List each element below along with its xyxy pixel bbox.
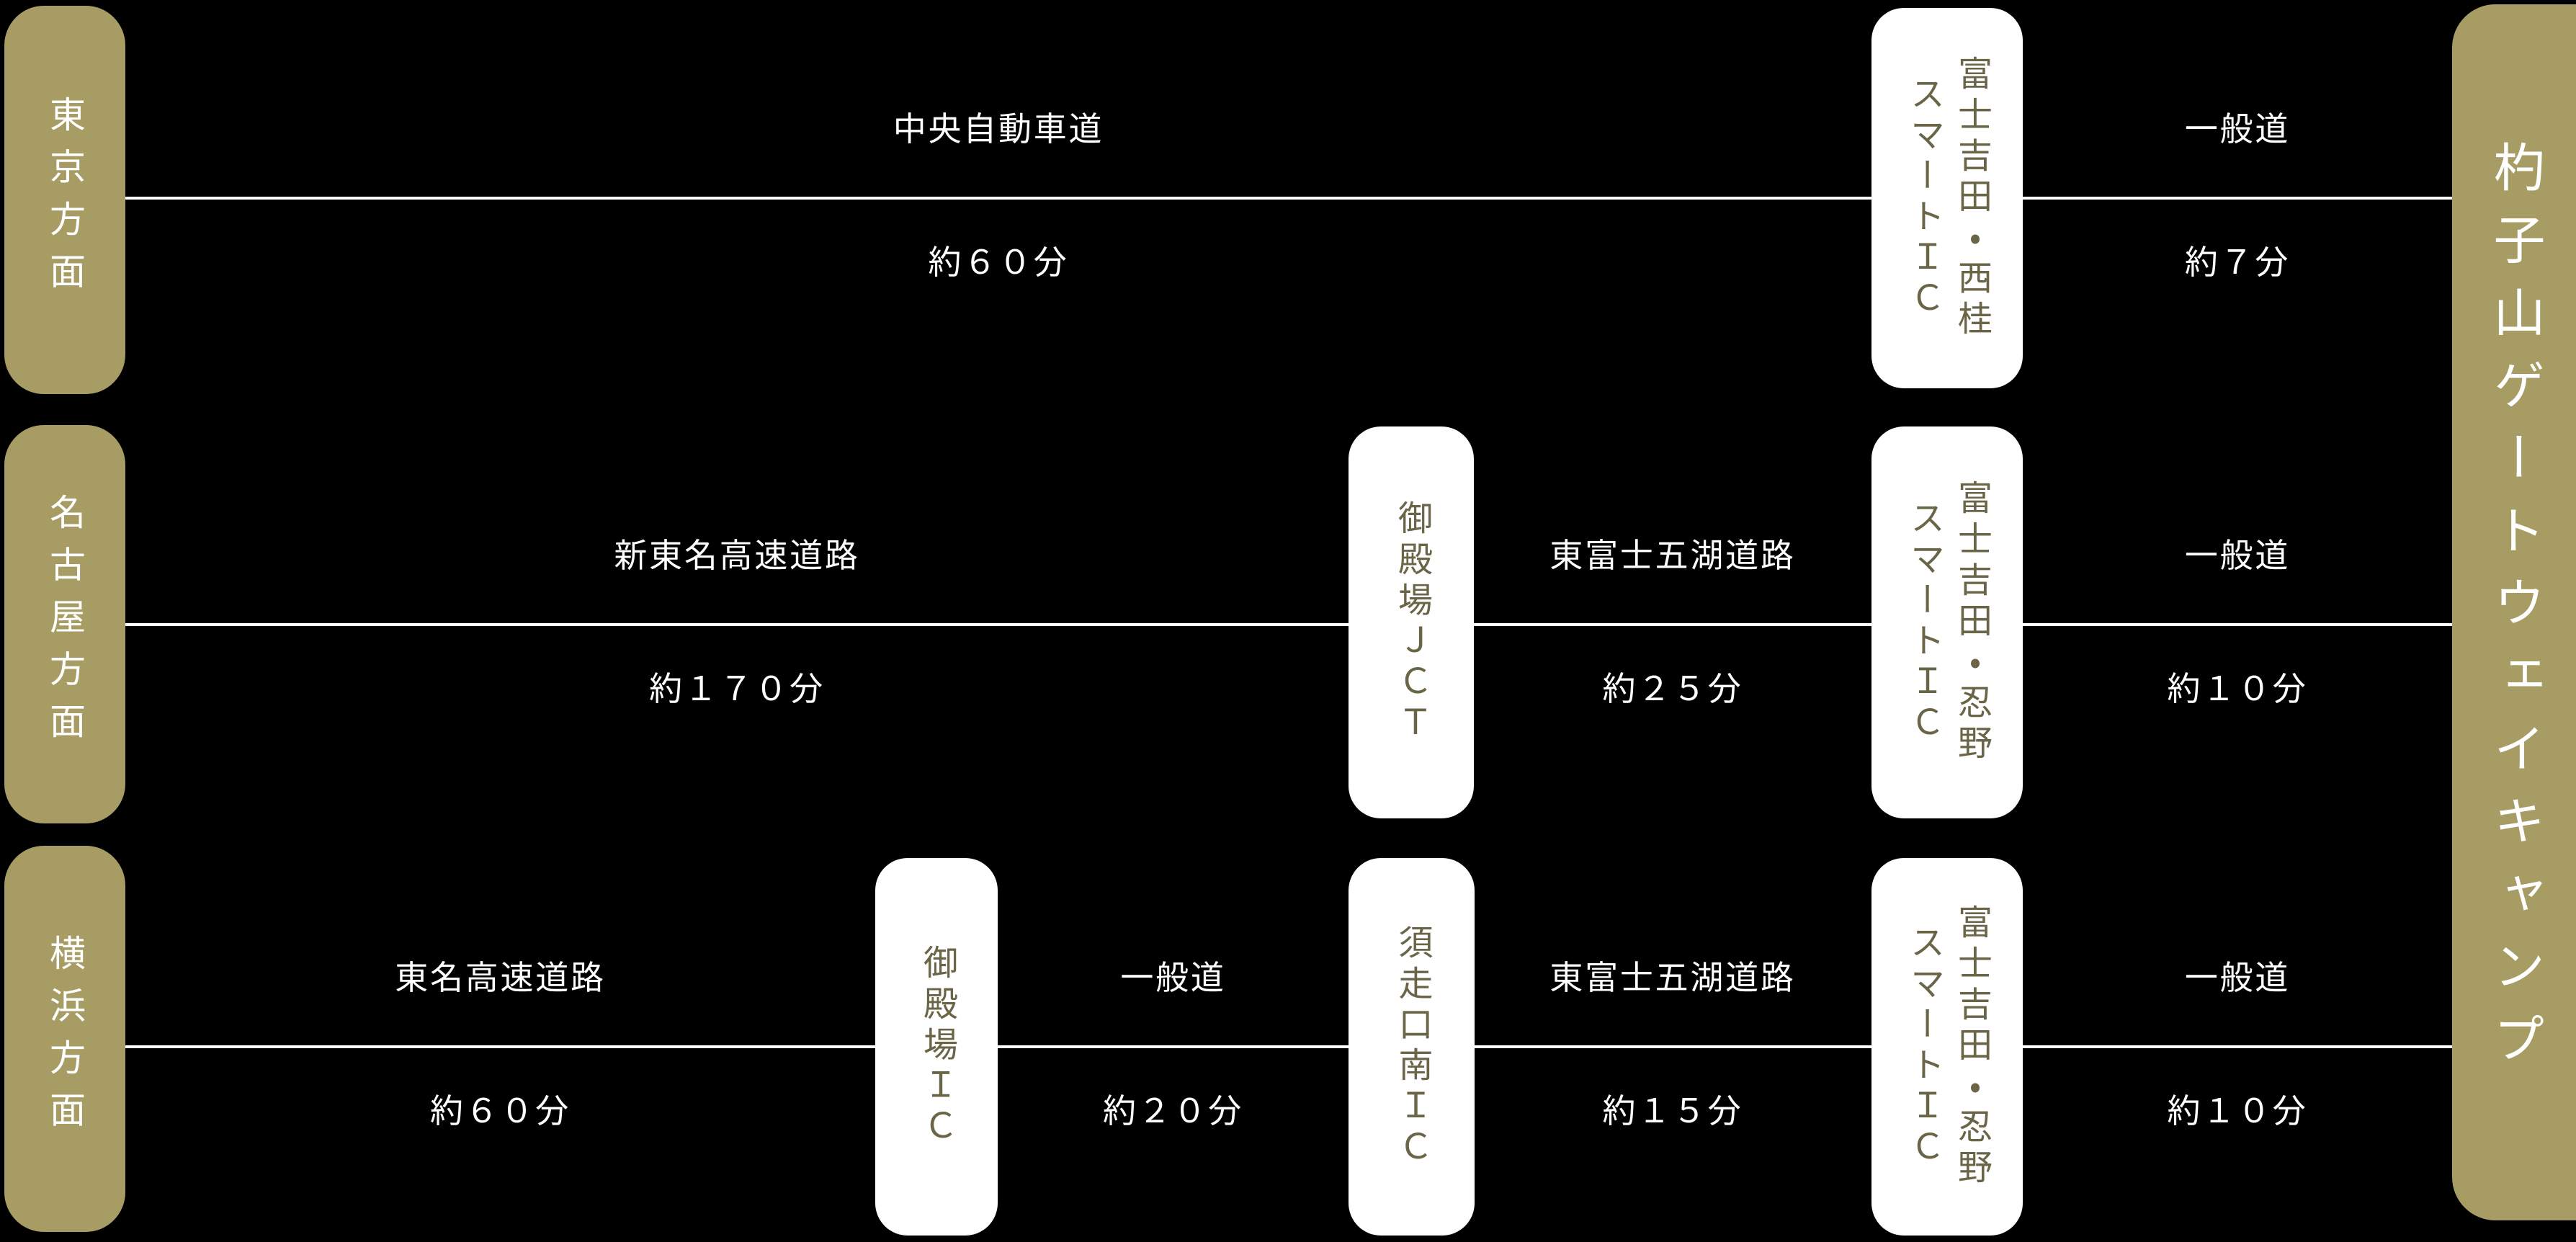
tokyo-duration-2: 約７分 xyxy=(2184,244,2291,281)
origin-box-tokyo: 東京方面 xyxy=(4,6,125,394)
yokohama-road-2: 一般道 xyxy=(1120,959,1226,996)
nagoya-duration-2: 約２５分 xyxy=(1602,670,1743,707)
node-gotemba-jct: 御殿場ＪＣＴ xyxy=(1349,426,1474,818)
nagoya-duration-3: 約１０分 xyxy=(2167,670,2308,707)
tokyo-road-2: 一般道 xyxy=(2184,110,2291,148)
destination-box: 杓子山ゲートウェイキャンプ xyxy=(2452,4,2576,1220)
node-subashiriguchi-minami-ic: 須走口南ＩＣ xyxy=(1349,858,1475,1236)
yokohama-duration-1: 約６０分 xyxy=(429,1092,571,1130)
node-label-fujiyoshida-oshino-nagoya: 富士吉田・忍野 スマートＩＣ xyxy=(1905,479,1990,766)
yokohama-road-1: 東名高速道路 xyxy=(395,959,606,996)
nagoya-duration-1: 約１７０分 xyxy=(649,670,825,707)
node-label-fujiyoshida-oshino-yokohama: 富士吉田・忍野 スマートＩＣ xyxy=(1905,903,1990,1190)
nagoya-road-3: 一般道 xyxy=(2184,537,2291,574)
origin-label-yokohama: 横浜方面 xyxy=(45,934,85,1143)
origin-label-tokyo: 東京方面 xyxy=(45,95,85,305)
yokohama-duration-2: 約２０分 xyxy=(1102,1092,1244,1130)
origin-label-nagoya: 名古屋方面 xyxy=(45,493,85,755)
node-label-gotemba-ic: 御殿場ＩＣ xyxy=(918,944,956,1149)
tokyo-road-1: 中央自動車道 xyxy=(893,110,1104,148)
yokohama-duration-4: 約１０分 xyxy=(2167,1092,2308,1130)
destination-label: 杓子山ゲートウェイキャンプ xyxy=(2485,140,2543,1085)
route-line-yokohama xyxy=(125,1045,2452,1048)
node-fujiyoshida-oshino-smart-ic-nagoya: 富士吉田・忍野 スマートＩＣ xyxy=(1871,426,2023,818)
node-label-subashiriguchi-minami: 須走口南ＩＣ xyxy=(1392,924,1431,1169)
node-label-gotemba-jct: 御殿場ＪＣＴ xyxy=(1392,500,1431,745)
tokyo-duration-1: 約６０分 xyxy=(928,244,1069,281)
yokohama-road-3: 東富士五湖道路 xyxy=(1549,959,1796,996)
node-fujiyoshida-oshino-smart-ic-yokohama: 富士吉田・忍野 スマートＩＣ xyxy=(1871,858,2023,1236)
route-line-nagoya xyxy=(125,623,2452,626)
route-line-tokyo xyxy=(125,197,2452,200)
nagoya-road-1: 新東名高速道路 xyxy=(614,537,860,574)
node-gotemba-ic: 御殿場ＩＣ xyxy=(875,858,998,1236)
yokohama-road-4: 一般道 xyxy=(2184,959,2291,996)
origin-box-nagoya: 名古屋方面 xyxy=(4,425,125,823)
node-label-fujiyoshida-nishikatsura: 富士吉田・西桂 スマートＩＣ xyxy=(1905,55,1990,341)
nagoya-road-2: 東富士五湖道路 xyxy=(1549,537,1796,574)
yokohama-duration-3: 約１５分 xyxy=(1602,1092,1743,1130)
node-fujiyoshida-nishikatsura-smart-ic: 富士吉田・西桂 スマートＩＣ xyxy=(1871,8,2023,388)
origin-box-yokohama: 横浜方面 xyxy=(4,846,125,1232)
